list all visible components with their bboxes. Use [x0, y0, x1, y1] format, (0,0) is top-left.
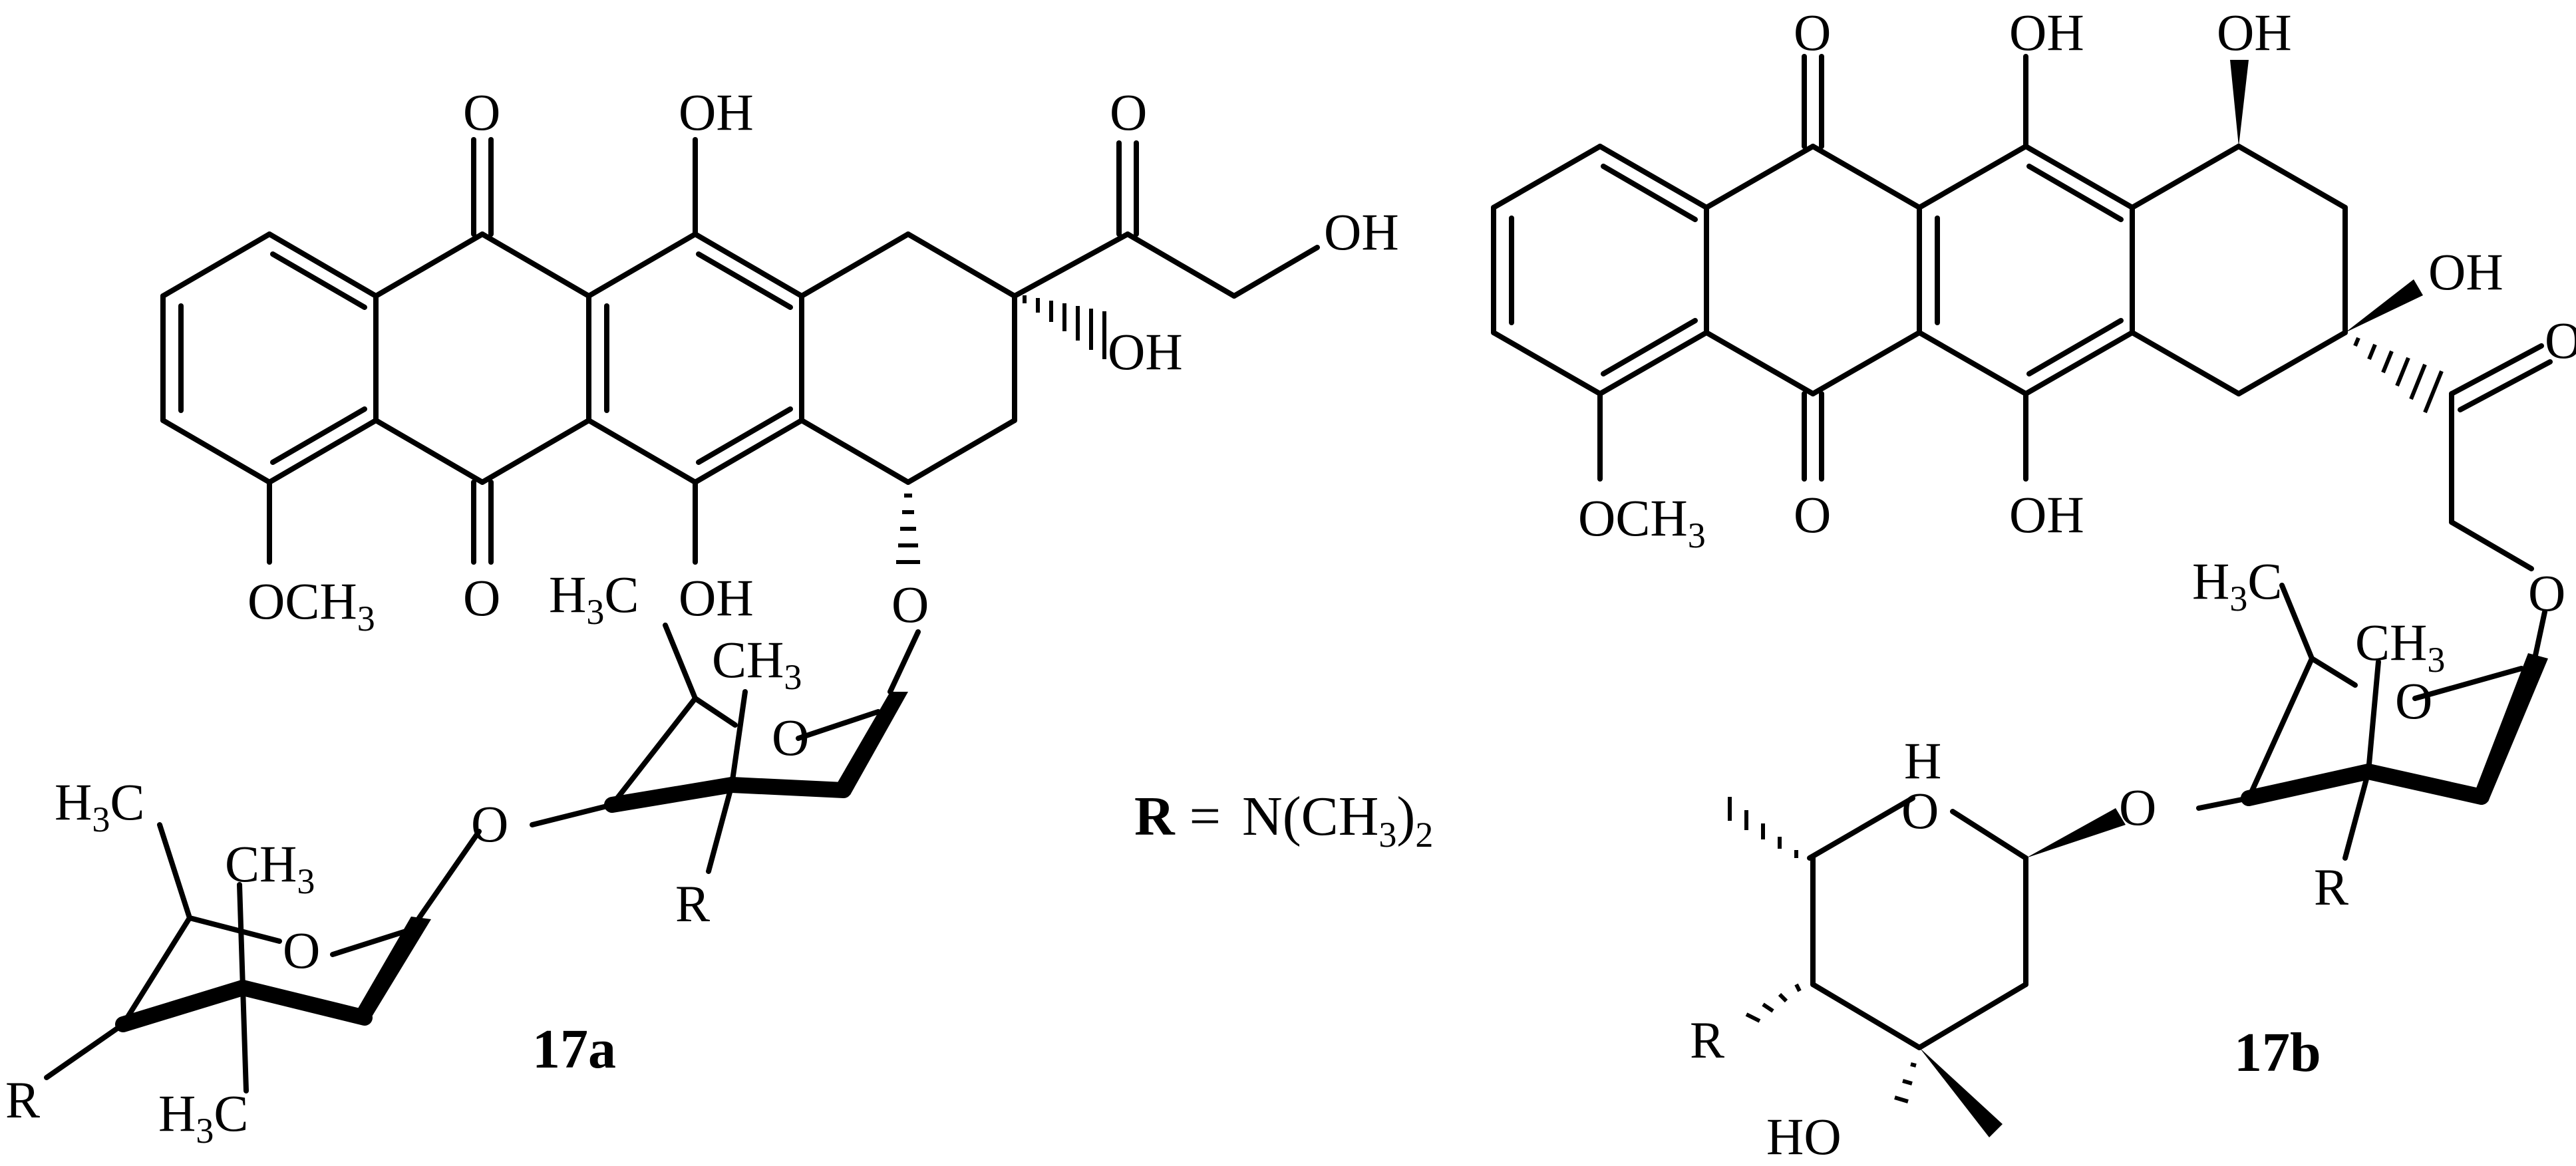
17b-ring-b — [1704, 54, 1922, 482]
17b-quinone-o-bottom: O — [1794, 486, 1831, 543]
r-definition-text: R=N(CH3)2 — [1134, 786, 1433, 855]
17a-ring-d — [799, 231, 1017, 485]
compound-17b-name: 17b — [2234, 1022, 2321, 1084]
17b-labels: O O OH OH OH OH O O OCH3 H3C CH3 O R O H… — [1578, 3, 2576, 1165]
17b-phenol-oh-bottom: OH — [2009, 486, 2084, 543]
17b-secondary-oh: OH — [2217, 3, 2292, 61]
17b-ring-c — [1917, 54, 2135, 482]
17a-hydroxymethyl-oh: OH — [1324, 203, 1399, 261]
17b-glycoside-o: O — [2528, 564, 2565, 622]
17a-phenol-oh-bottom: OH — [679, 569, 754, 627]
17a-sugar2-methyl: H3C — [55, 773, 144, 839]
17b-sugar2-r: R — [1690, 1011, 1724, 1069]
17b-phenol-oh-top: OH — [2009, 3, 2084, 61]
17a-sugar-2 — [44, 822, 482, 1093]
17a-phenol-oh-top: OH — [679, 83, 754, 141]
17b-sugar1-ring-methyl: CH3 — [2355, 613, 2445, 680]
17a-ring-a — [160, 231, 379, 485]
17b-methoxy: OCH3 — [1578, 489, 1706, 555]
17b-ketone-o: O — [2545, 311, 2576, 369]
17a-ring-b — [373, 137, 591, 565]
compound-17b: O O OH OH OH OH O O OCH3 H3C CH3 O R O H… — [1491, 3, 2576, 1165]
17b-sugar-1 — [2196, 583, 2548, 861]
17a-quinone-o-top: O — [463, 83, 500, 141]
compound-17a: O O OH OH O OH OH O OCH3 H3C CH3 O R O H… — [5, 83, 1399, 1151]
17a-ring-c — [586, 137, 804, 565]
17b-ring-d — [2130, 60, 2423, 396]
17a-sugar-1 — [530, 623, 921, 874]
17a-labels: O O OH OH O OH OH O OCH3 H3C CH3 O R O H… — [5, 83, 1399, 1151]
17b-sugar1-ring-o: O — [2395, 672, 2432, 730]
17a-link-o: O — [471, 795, 508, 853]
17b-tertiary-oh: OH — [2428, 243, 2503, 301]
17b-sugar1-methyl: H3C — [2192, 552, 2282, 619]
17a-sugar1-ring-o: O — [772, 708, 809, 766]
r-definition: R=N(CH3)2 — [1134, 786, 1433, 855]
17a-sugar2-ring-methyl: CH3 — [225, 835, 315, 901]
17a-glycoside-o: O — [891, 575, 929, 633]
17a-sugar1-methyl: H3C — [549, 565, 639, 632]
17b-ring-a — [1491, 144, 1709, 482]
17a-methoxy: OCH3 — [247, 572, 375, 639]
17b-link-o: O — [2119, 778, 2156, 836]
17b-quinone-o-top: O — [1794, 3, 1831, 61]
17b-sugar1-r: R — [2314, 858, 2348, 916]
17b-sugar2-ring-o: O — [1901, 782, 1939, 839]
17a-side-chain — [267, 140, 1320, 565]
17b-sugar-2 — [1728, 796, 2126, 1137]
17a-sugar2-lower-methyl: H3C — [158, 1084, 248, 1151]
17a-sugar2-ring-o: O — [283, 921, 320, 979]
17a-quinone-o-bottom: O — [463, 569, 500, 627]
17a-sugar1-ring-methyl: CH3 — [712, 631, 802, 697]
17b-side-chain — [2353, 337, 2553, 571]
17b-sugar2-ring-h: H — [1904, 732, 1941, 790]
17a-sugar2-r: R — [5, 1071, 40, 1129]
17a-sugar1-r: R — [675, 875, 710, 933]
compound-17a-name: 17a — [532, 1018, 616, 1080]
17b-sugar2-ho: HO — [1766, 1107, 1842, 1163]
17a-ketone-o: O — [1110, 83, 1147, 141]
17a-tertiary-oh: OH — [1108, 323, 1183, 380]
